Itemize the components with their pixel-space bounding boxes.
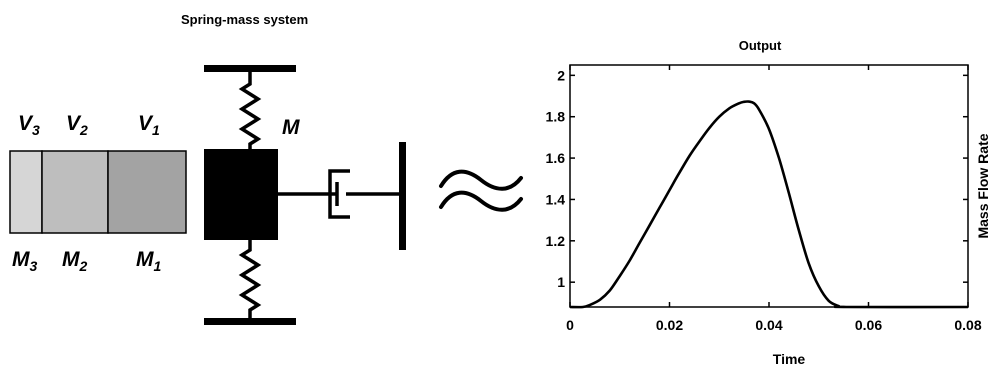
lower-spring [238,240,262,318]
mass-label-3: M3 [12,248,38,274]
spring-mass-mechanism: M [204,65,406,325]
x-tick-label: 0.04 [755,317,782,333]
chart-title: Output [739,38,782,53]
mass-label: M [282,116,300,139]
segmented-block [9,150,187,234]
plot-frame [569,64,969,308]
y-axis-title: Mass Flow Rate [975,133,991,238]
diagram-title: Spring-mass system [181,12,308,27]
y-tick-label: 2 [557,67,565,83]
x-tick-label: 0.02 [656,317,683,333]
x-axis-ticks: 0 0.02 0.04 0.06 0.08 [566,65,982,333]
y-tick-label: 1 [557,274,565,290]
x-tick-label: 0.06 [855,317,882,333]
mass-label-1: M1 [136,248,162,274]
volume-label-1: V1 [138,112,160,138]
fixed-wall [399,142,406,250]
upper-spring [238,72,262,150]
series-line [569,100,969,309]
x-tick-label: 0.08 [954,317,981,333]
segment-2 [41,150,109,234]
mass-block [204,149,278,240]
bottom-support-bar [204,318,296,325]
volume-label-2: V2 [66,112,88,138]
segment-3 [9,150,43,234]
approx-symbol [439,169,523,212]
x-axis-title: Time [773,351,806,367]
y-tick-label: 1.2 [546,233,566,249]
mass-label-2: M2 [62,248,88,274]
volume-label-3: V3 [18,112,40,138]
y-axis-ticks: 1 1.2 1.4 1.6 1.8 2 [546,67,968,290]
x-tick-label: 0 [566,317,574,333]
segment-1 [107,150,187,234]
y-tick-label: 1.4 [546,191,566,207]
y-tick-label: 1.8 [546,109,566,125]
top-support-bar [204,65,296,72]
y-tick-label: 1.6 [546,150,566,166]
damper-cylinder [328,169,350,219]
